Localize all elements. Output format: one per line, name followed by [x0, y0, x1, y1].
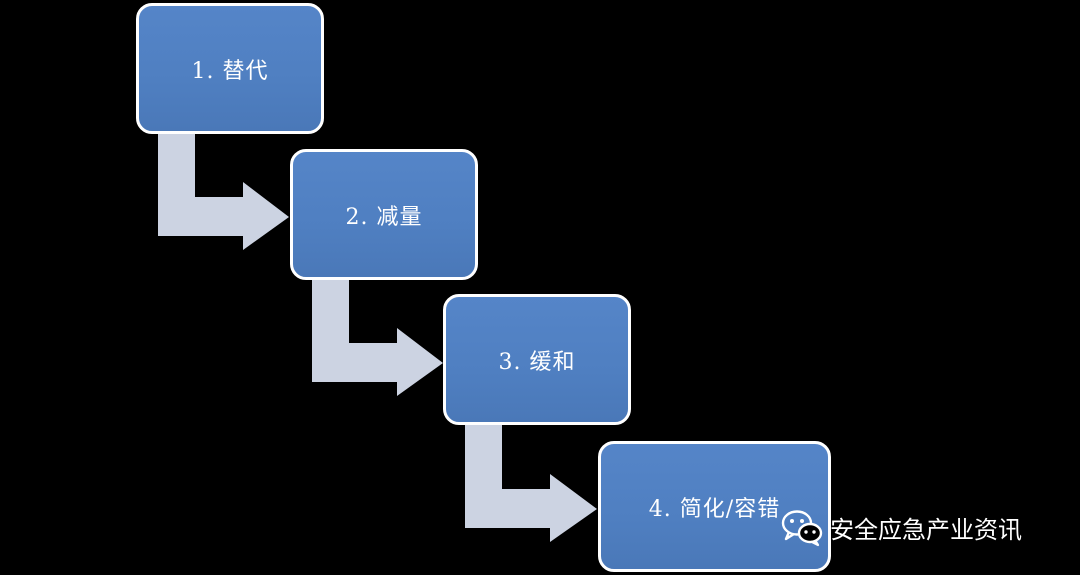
step-box-simplify: 4. 简化/容错: [598, 441, 831, 572]
step-label: 1. 替代: [191, 58, 269, 84]
step-box-mitigate: 3. 缓和: [443, 294, 631, 425]
step-label: 2. 减量: [345, 204, 423, 230]
bent-arrow-3-to-4: [465, 420, 597, 542]
step-label: 3. 缓和: [498, 349, 576, 375]
watermark: 安全应急产业资讯: [780, 505, 1022, 549]
watermark-text: 安全应急产业资讯: [830, 515, 1022, 544]
bent-arrow-1-to-2: [158, 128, 289, 250]
step-label: 4. 简化/容错: [648, 496, 781, 522]
wechat-icon: [781, 510, 823, 547]
bent-arrow-2-to-3: [312, 274, 443, 396]
step-box-reduce: 2. 减量: [290, 149, 478, 280]
step-box-substitute: 1. 替代: [136, 3, 324, 134]
